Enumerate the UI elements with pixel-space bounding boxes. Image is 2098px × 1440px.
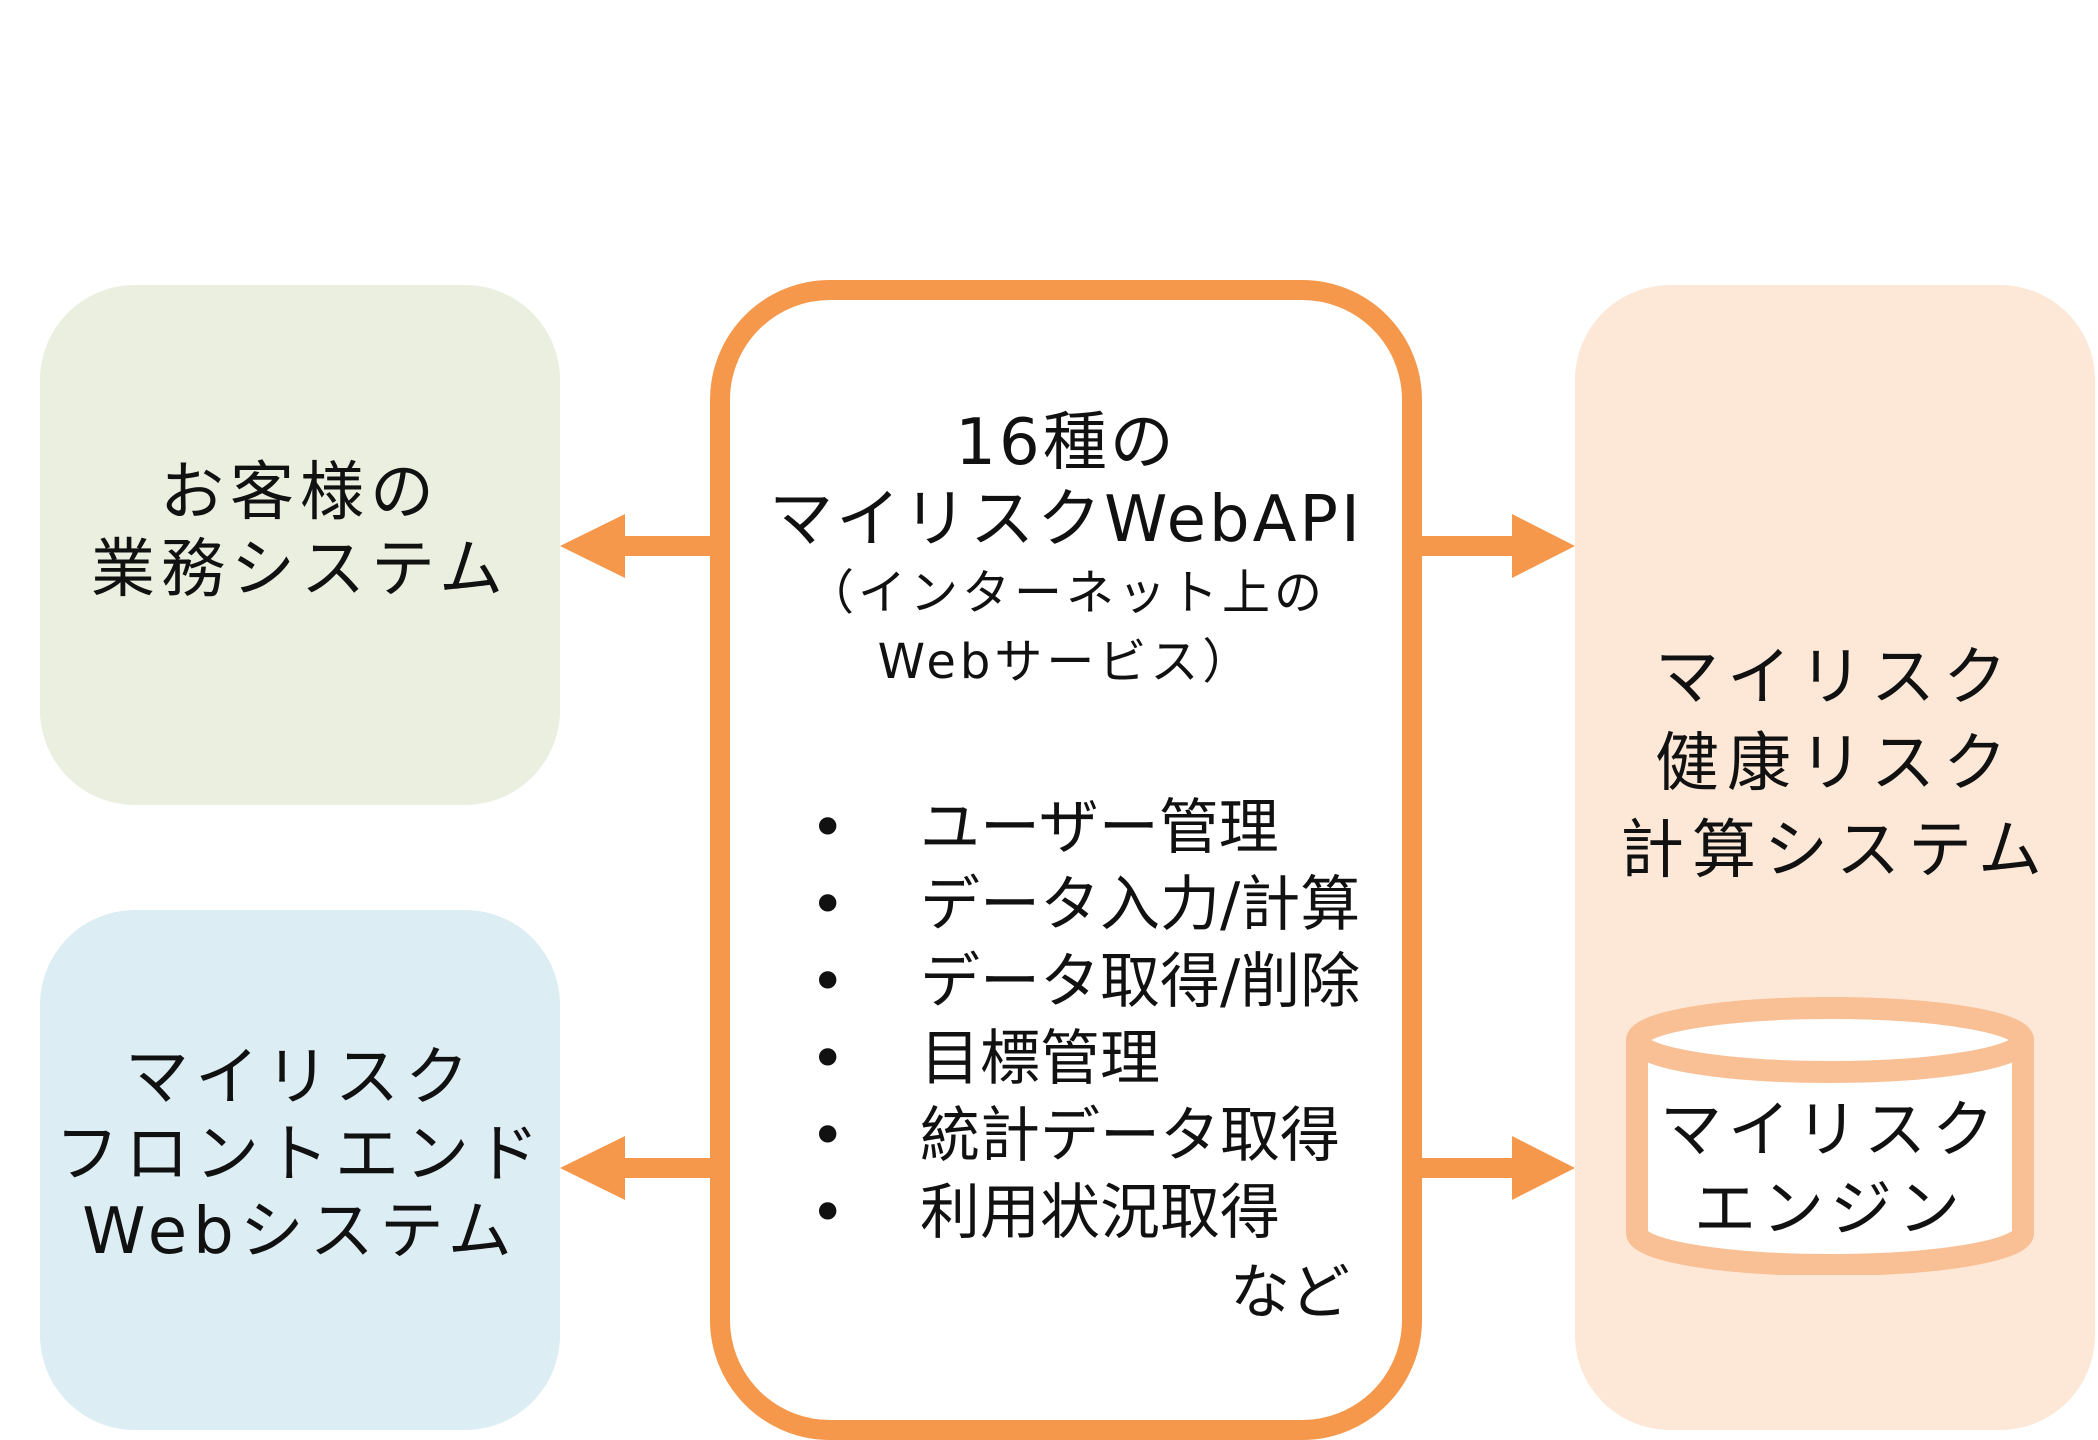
health-risk-system-label: マイリスク 健康リスク 計算システム [1619,641,2051,888]
webapi-box: 16種の マイリスクWebAPI （インターネット上の Webサービス） ユーザ… [710,280,1422,1440]
business-system-box: お客様の 業務システム [40,285,560,805]
webapi-title-line2: マイリスクWebAPI [769,482,1363,557]
arrow-to-frontend-web-system [560,1136,720,1200]
arrow-to-business-system [560,514,720,578]
feature-list-note: など [1230,1258,1350,1328]
webapi-subtitle-line1: （インターネット上の [805,564,1326,621]
feature-item: データ入力/計算 [790,867,1390,944]
feature-item: 統計データ取得 [790,1098,1390,1175]
feature-item: 目標管理 [790,1021,1390,1098]
arrow-to-myrisk-engine [1412,1136,1575,1200]
frontend-web-system-label: マイリスク フロントエンド Webシステム [55,1041,545,1269]
webapi-title: 16種の マイリスクWebAPI （インターネット上の Webサービス） [730,405,1402,698]
arrow-to-health-risk-system [1412,514,1575,578]
health-risk-system-box: マイリスク 健康リスク 計算システム マイリスク エンジン [1575,285,2095,1430]
business-system-label: お客様の 業務システム [90,456,510,607]
feature-item: 利用状況取得 [790,1175,1390,1252]
webapi-subtitle-line2: Webサービス） [877,634,1255,691]
frontend-web-system-box: マイリスク フロントエンド Webシステム [40,910,560,1430]
database-cylinder-icon [1626,997,2034,1275]
myrisk-engine-label: マイリスク エンジン [1659,1093,2000,1246]
feature-item: ユーザー管理 [790,790,1390,867]
feature-item: データ取得/削除 [790,944,1390,1021]
webapi-feature-list: ユーザー管理 データ入力/計算 データ取得/削除 目標管理 統計データ取得 利用… [790,790,1390,1252]
webapi-title-line1: 16種の [955,406,1177,480]
myrisk-engine: マイリスク エンジン [1625,985,2035,1275]
